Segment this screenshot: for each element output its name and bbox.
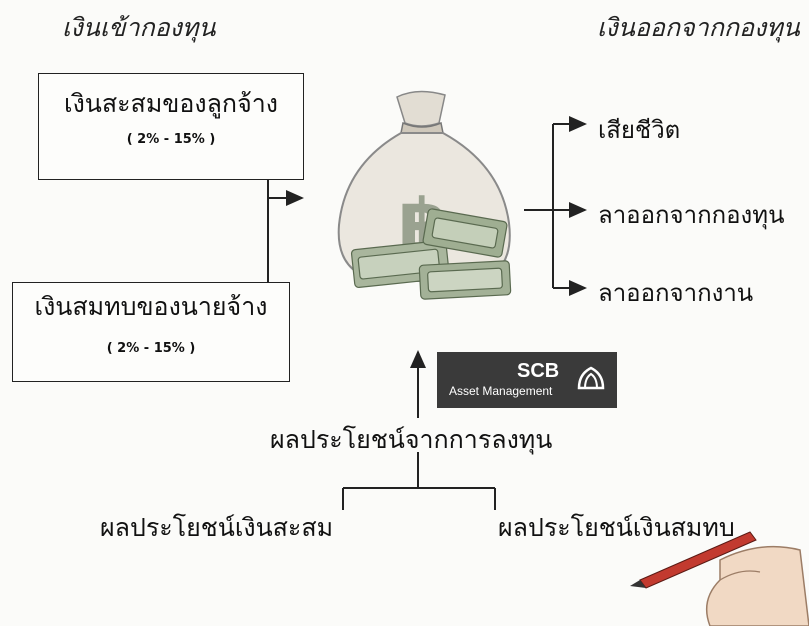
employee-contribution-range: ( 2% - 15% ) <box>126 132 216 147</box>
output-leave-job: ลาออกจากงาน <box>598 279 754 307</box>
output-leave-fund: ลาออกจากกองทุน <box>598 201 785 229</box>
employer-contribution-box: เงินสมทบของนายจ้าง ( 2% - 15% ) <box>12 282 290 382</box>
employer-contribution-range: ( 2% - 15% ) <box>106 341 196 356</box>
outflow-heading: เงินออกจากกองทุน <box>597 13 800 42</box>
matching-benefit: ผลประโยชน์เงินสมทบ <box>498 513 735 542</box>
hand-pen-icon <box>630 531 809 626</box>
scb-logo: SCB Asset Management <box>437 352 617 408</box>
logo-name: SCB <box>517 360 560 382</box>
money-bag-icon: ฿ <box>337 90 512 300</box>
contribution-benefit: ผลประโยชน์เงินสะสม <box>100 513 334 542</box>
inflow-heading: เงินเข้ากองทุน <box>62 13 216 42</box>
logo-subtitle: Asset Management <box>449 384 553 398</box>
employee-contribution-label: เงินสะสมของลูกจ้าง <box>64 89 278 118</box>
employee-contribution-box: เงินสะสมของลูกจ้าง ( 2% - 15% ) <box>38 73 304 180</box>
investment-benefit-title: ผลประโยชน์จากการลงทุน <box>270 425 553 454</box>
scb-emblem-icon <box>577 366 605 390</box>
output-death: เสียชีวิต <box>598 116 681 144</box>
employer-contribution-label: เงินสมทบของนายจ้าง <box>34 292 268 321</box>
